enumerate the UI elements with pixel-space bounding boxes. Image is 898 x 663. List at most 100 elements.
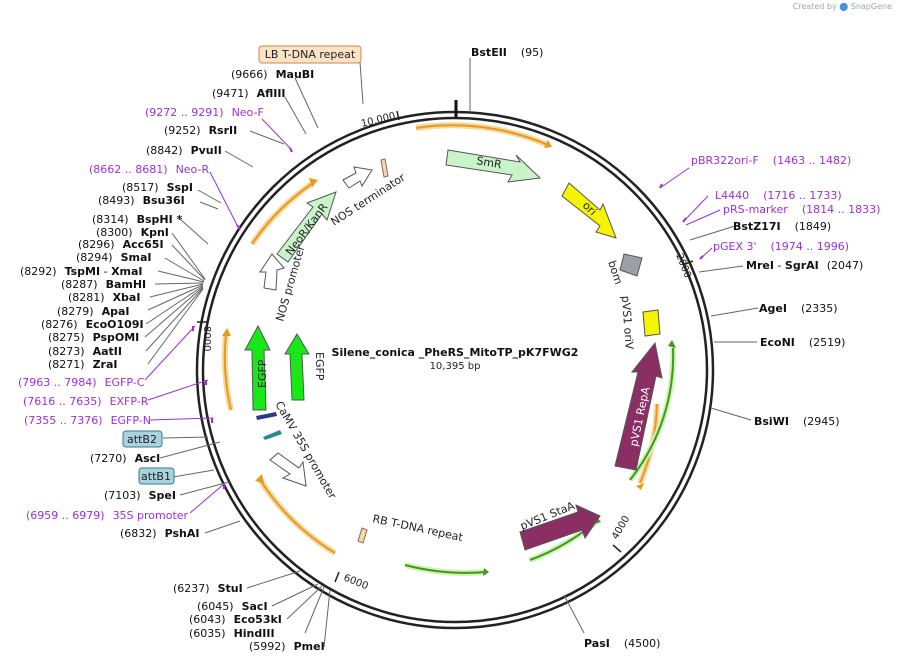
feature-rb-tdna-label: RB T-DNA repeat: [371, 512, 464, 544]
site-label[interactable]: (8294)SmaI: [76, 251, 151, 264]
site-label[interactable]: (8300)KpnI: [96, 226, 169, 239]
feature-ori-arrow[interactable]: [561, 182, 617, 239]
credit-brand: SnapGene: [850, 2, 892, 11]
feature-attb1-mark: [263, 430, 282, 440]
site-label[interactable]: (8493)Bsu36I: [98, 194, 185, 207]
site-label[interactable]: (8275)PspOMI: [48, 331, 139, 344]
feature-pvs1-repa-arrow[interactable]: [614, 341, 663, 471]
primer-label[interactable]: (6959 .. 6979)35S promoter: [26, 509, 189, 522]
site-label[interactable]: (8842)PvuII: [146, 144, 222, 157]
tick-mark-4000: [612, 544, 622, 553]
feature-nos-term-white-arrow[interactable]: [342, 166, 373, 189]
site-label[interactable]: BstZ17I(1849): [733, 220, 831, 233]
site-label[interactable]: (8276)EcoO109I: [41, 318, 144, 331]
primer-label[interactable]: (7616 .. 7635)EXFP-R: [23, 395, 149, 408]
feature-neor-kanr-arrow[interactable]: [276, 191, 337, 263]
site-label[interactable]: (8271)ZraI: [48, 358, 118, 371]
orf-arc-left-mid-head: [222, 328, 231, 336]
site-label[interactable]: AgeI(2335): [759, 302, 838, 315]
feature-pvs1-oriv-label: pVS1 oriV: [619, 295, 636, 350]
tick-label-8000: 8000: [201, 326, 212, 351]
orf-arc-left-top-head: [309, 178, 318, 187]
primer-label[interactable]: (8662 .. 8681)Neo-R: [89, 163, 209, 176]
site-label[interactable]: (8281)XbaI: [68, 291, 140, 304]
site-label[interactable]: (8273)AatII: [48, 345, 122, 358]
tick-mark-6000: [334, 571, 340, 583]
feature-egfp-right-arrow[interactable]: [284, 333, 310, 401]
site-label[interactable]: BstEII(95): [471, 46, 543, 59]
primer-label[interactable]: pGEX 3'(1974 .. 1996): [713, 240, 849, 253]
feature-nos-promoter-arrow[interactable]: [259, 253, 285, 291]
orf-arc-repa-orange-head: [636, 483, 644, 490]
feature-attb2-mark: [256, 412, 277, 420]
tick-label-2000: 2000: [673, 252, 693, 280]
orf-arc-smr-line: [415, 124, 549, 146]
tick-mark-10000: [396, 110, 400, 121]
site-label[interactable]: (8279)ApaI: [57, 305, 129, 318]
orf-arcs: [221, 122, 677, 576]
orf-arc-repa-green-head: [668, 340, 676, 348]
primer-label[interactable]: pBR322ori-F(1463 .. 1482): [691, 154, 851, 167]
site-label[interactable]: (9666)MauBI: [231, 68, 314, 81]
site-label[interactable]: (5992)PmeI: [249, 640, 325, 653]
primer-label[interactable]: (9272 .. 9291)Neo-F: [145, 106, 264, 119]
feature-bom-box[interactable]: [619, 253, 643, 277]
primer-label[interactable]: pRS-marker(1814 .. 1833): [723, 203, 880, 216]
plasmid-name: Silene_conica _PheRS_MitoTP_pK7FWG2: [332, 346, 579, 359]
orf-arc-repa-green-line: [629, 347, 675, 481]
site-label[interactable]: (7103)SpeI: [104, 489, 176, 502]
tick-label-4000: 4000: [610, 514, 632, 542]
primer-label[interactable]: (7963 .. 7984)EGFP-C: [18, 376, 145, 389]
site-label[interactable]: MreI - SgrAI(2047): [746, 259, 863, 272]
feature-nos-term-box[interactable]: [380, 158, 389, 178]
attb1-box[interactable]: [138, 467, 175, 485]
primer-lines: [144, 118, 721, 514]
lb-tdna-box[interactable]: [258, 45, 362, 64]
site-label[interactable]: (8314)BspHI *: [92, 213, 183, 226]
site-label[interactable]: EcoNI(2519): [760, 336, 845, 349]
orf-arc-left-top-line: [251, 182, 314, 245]
orf-arc-rb-green-head: [483, 568, 489, 576]
primer-label[interactable]: (7355 .. 7376)EGFP-N: [24, 414, 151, 427]
feature-smr-arrow[interactable]: [445, 149, 542, 183]
attb2-label: attB2: [127, 433, 157, 446]
site-label[interactable]: (7270)AscI: [90, 452, 160, 465]
boxed-labels: LB T-DNA repeat attB2 attB1: [122, 45, 362, 485]
site-label[interactable]: (6832)PshAI: [120, 527, 199, 540]
primer-ticks: [192, 147, 704, 489]
site-label[interactable]: (9252)RsrII: [164, 124, 237, 137]
site-label[interactable]: (6045)SacI: [197, 600, 268, 613]
orf-arc-left-bottom-line: [258, 477, 336, 554]
site-label[interactable]: (6237)StuI: [173, 582, 243, 595]
feature-pvs1-staa-arrow[interactable]: [519, 504, 601, 551]
restriction-sites: BstEII(95) BstZ17I(1849) MreI - SgrAI(20…: [20, 46, 863, 653]
feature-egfp-right-label: EGFP: [313, 352, 326, 381]
orf-arc-left-mid-line: [223, 333, 232, 411]
feature-rb-tdna-box[interactable]: [357, 527, 368, 544]
tick-mark-2000: [682, 260, 694, 266]
orf-arc-rb-green-line: [404, 564, 487, 574]
site-label[interactable]: (8517)SspI: [122, 181, 193, 194]
feature-camv35s-arrow[interactable]: [269, 452, 307, 487]
tick-label-6000: 6000: [342, 573, 370, 593]
primer-label[interactable]: L4440(1716 .. 1733): [715, 189, 842, 202]
attb2-box[interactable]: [122, 430, 163, 448]
site-label[interactable]: (8287)BamHI: [61, 278, 146, 291]
snapgene-credit: Created by ⬤ SnapGene: [793, 2, 892, 11]
site-label[interactable]: BsiWI(2945): [754, 415, 840, 428]
feature-egfp-left-arrow[interactable]: [244, 324, 271, 411]
attb1-label: attB1: [141, 470, 171, 483]
site-label[interactable]: PasI(4500): [584, 637, 660, 650]
leader-lines: [144, 58, 759, 648]
orf-arc-left-bottom-head: [255, 474, 264, 483]
site-label[interactable]: (6043)Eco53kI: [189, 613, 282, 626]
site-label[interactable]: (8292)TspMI - XmaI: [20, 265, 143, 278]
plasmid-length: 10,395 bp: [430, 361, 481, 372]
site-label[interactable]: (6035)HindIII: [189, 627, 275, 640]
site-label[interactable]: (8296)Acc65I: [78, 238, 164, 251]
orf-arc-smr-head: [544, 140, 552, 148]
site-label[interactable]: (9471)AflIII: [212, 87, 286, 100]
feature-pvs1-oriv-box[interactable]: [642, 309, 661, 337]
snapgene-logo: ⬤: [839, 2, 849, 11]
